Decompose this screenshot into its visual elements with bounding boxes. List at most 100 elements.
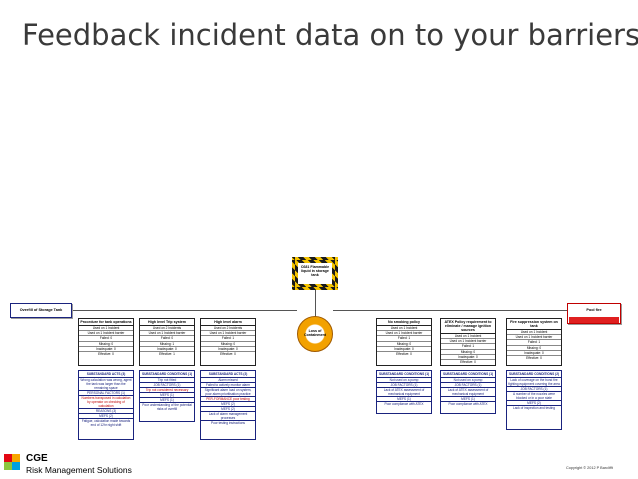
barrier-title: No smoking policy [377,319,431,326]
sub-factor-row: REASONS (3) [79,409,133,414]
barrier-stat-row: Effective: 1 [159,352,175,357]
barrier-stat-row: Used on 1 Incident barrier [441,339,495,345]
barrier-stat-row: Missing: 1 [140,342,194,347]
consequence-severity-bar [569,317,619,323]
barrier-stat-row: Inadequate: 0 [140,347,194,353]
barrier-stat-row: Used on 1 Incident barrier [507,335,561,341]
sub-factor-row: MEFS (2) [507,401,561,406]
barrier-stat-row: Used on 1 Incident barrier [201,331,255,337]
sub-factor-row: Poor compliance with ATEX [448,402,488,406]
sub-factor-row: Lack of ATEX assessment of mechanical eq… [441,388,495,397]
sub-factor-row: Lack of coverage on the bund fire fighti… [507,378,561,387]
barrier-sub-no-smoking[interactable]: SUBSTANDARD CONDITIONS (1)Not used on a … [376,370,432,414]
sub-factor-row: Lack of alarm management processes [201,412,255,421]
sub-factor-row: Numbers transposed in calculation by ope… [79,396,133,409]
barrier-stat-row: Used on 1 Incident barrier [79,331,133,337]
sub-factor-row: JOB FACTORS (1) [507,387,561,392]
barrier-stat-row: Missing: 0 [79,342,133,347]
barrier-stat-row: Used on 2 Incidents [140,326,194,332]
sub-factor-row: Poor understanding of the potential risk… [142,403,192,411]
logo-square-1 [4,454,12,462]
sub-factor-row: MEFS (1) [140,398,194,403]
barrier-stat-row: Inadequate: 0 [79,347,133,353]
barrier-stat-row: Effective: 0 [396,352,412,357]
top-event-label: Loss of Containment [304,329,326,338]
barrier-sub-fire-suppression[interactable]: SUBSTANDARD CONDITIONS (2)Lack of covera… [506,370,562,430]
sub-factor-row: Fatigue, calculation made towards end of… [81,419,131,427]
sub-factor-row: PER-FORMANCE poor testing [201,397,255,402]
sub-factor-row: MEFS (2) [201,407,255,412]
sub-factors-title: SUBSTANDARD CONDITIONS (1) [377,371,431,378]
barrier-title: High level Trip system [140,319,194,326]
barrier-stat-row: Missing: 0 [377,342,431,347]
top-event-circle[interactable]: Loss of Containment [297,316,333,352]
barrier-title: ATEX Policy requirement to eliminate / m… [441,319,495,334]
consequence-box[interactable]: Pool fire [567,303,621,324]
barrier-sub-trip[interactable]: SUBSTANDARD CONDITIONS (1)Trip not fitte… [139,370,195,422]
barrier-sub-procedure[interactable]: SUBSTANDARD ACTS (3)Wrong calculation wa… [78,370,134,440]
sub-factors-title: SUBSTANDARD CONDITIONS (2) [507,371,561,378]
barrier-stat-row: Used on 2 Incidents [201,326,255,332]
sub-factor-row: PERSONAL FACTORS (1) [79,391,133,396]
brand-name: CGE [26,453,48,464]
barrier-stat-row: Used on 1 Incident [377,326,431,332]
sub-factor-row: JOB FACTORS (1) [377,383,431,388]
barrier-stat-row: Inadequate: 0 [377,347,431,353]
barrier-stat-row: Missing: 0 [507,346,561,351]
barrier-stat-row: Failed: 1 [201,336,255,342]
barrier-stat-row: Used on 1 Incident [507,330,561,336]
sub-factor-row: Poor compliance with ATEX [384,402,424,406]
barrier-stat-row: Missing: 0 [201,342,255,347]
sub-factor-row: Lack of ATEX assessment of mechanical eq… [377,388,431,397]
sub-factor-row: MEFS (1) [140,393,194,398]
logo-square-4 [12,462,20,470]
barrier-title: High level alarm [201,319,255,326]
barrier-stat-row: Effective: 0 [98,352,114,357]
barrier-stat-row: Used on 1 Incident barrier [377,331,431,337]
sub-factor-row: Alarm missed [201,378,255,383]
sub-factor-row: Trip not fitted [140,378,194,383]
barrier-stat-row: Inadequate: 0 [441,355,495,361]
barrier-stat-row: Used on 1 Incident [441,334,495,340]
sub-factor-row: Lack of inspection and testing [513,406,555,410]
barrier-stat-row: Failed: 1 [441,344,495,350]
barrier-stat-row: Missing: 0 [441,350,495,355]
barrier-atex-policy[interactable]: ATEX Policy requirement to eliminate / m… [440,318,496,366]
logo-square-3 [4,462,12,470]
sub-factors-title: SUBSTANDARD CONDITIONS (1) [441,371,495,378]
barrier-stat-row: Effective: 0 [526,356,542,361]
consequence-label: Pool fire [586,308,602,312]
sub-factor-row: Poor testing instructions [210,421,246,425]
sub-factor-row: Not used on a pump [441,378,495,383]
slide-title: Feedback incident data on to your barrie… [22,18,638,52]
sub-factor-row: JOB FACTORS (1) [140,383,194,388]
barrier-stat-row: Failed: 0 [140,336,194,342]
barrier-stat-row: Effective: 0 [460,360,476,365]
barrier-stat-row: Used on 1 Incident barrier [140,331,194,337]
barrier-title: Procedure for tank operations [79,320,133,326]
sub-factor-row: A number of the nozzles were blocked or … [507,392,561,401]
sub-factor-row: Significant alarm load on system, poor a… [201,388,255,397]
hazard-box[interactable]: C681 Flammable liquid in storage tank [292,257,338,290]
barrier-stat-row: Failed: 1 [507,340,561,346]
sub-factor-row: MEFS (1) [377,397,431,402]
sub-factor-row: Failed to actively monitor alarm [201,383,255,388]
barrier-sub-atex[interactable]: SUBSTANDARD CONDITIONS (1)Not used on a … [440,370,496,414]
barrier-stat-row: Failed: 0 [79,336,133,342]
barrier-stat-row: Effective: 0 [220,352,236,357]
hazard-connector [315,290,316,317]
sub-factors-title: SUBSTANDARD ACTS (3) [79,371,133,378]
sub-factors-title: SUBSTANDARD CONDITIONS (1) [140,371,194,378]
threat-box[interactable]: Overfill of Storage Tank [10,303,72,318]
barrier-stat-row: Used on 1 Incident [79,326,133,332]
sub-factor-row: JOB FACTORS (1) [441,383,495,388]
sub-factor-row: Not used on a pump [377,378,431,383]
cge-logo-icon [4,454,20,470]
main-line-left [72,310,297,311]
